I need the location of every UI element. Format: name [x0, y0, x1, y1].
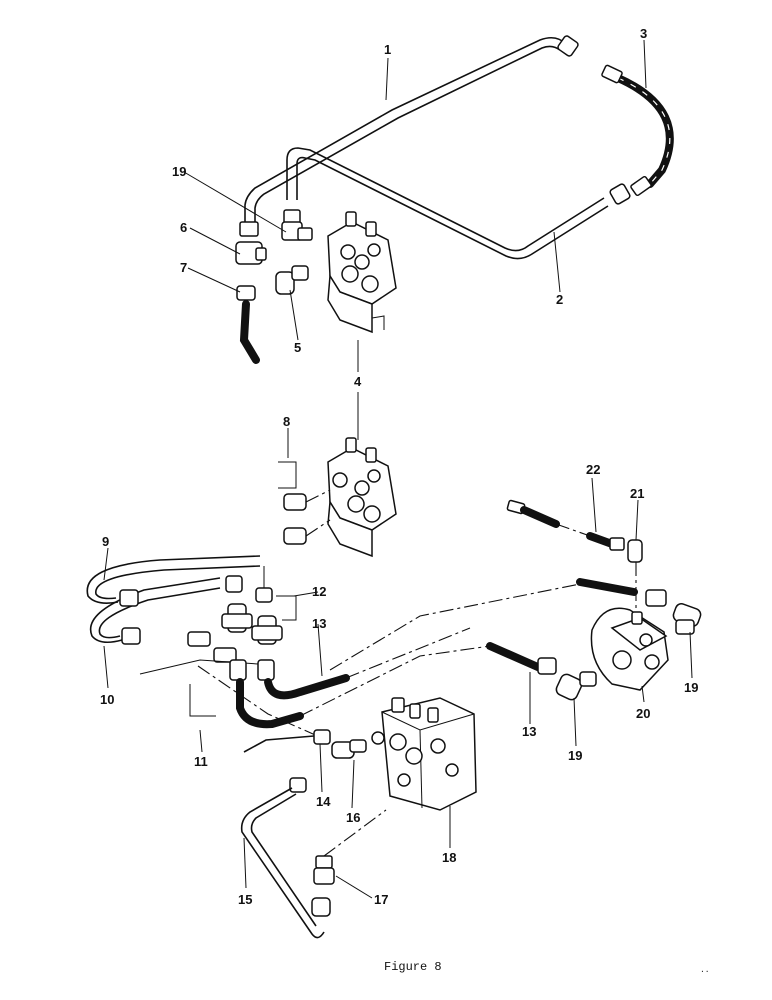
callout-17: 17 — [374, 892, 388, 907]
control-valve-18 — [371, 697, 477, 811]
elbow-fitting-19-top — [281, 209, 313, 241]
figure-caption: Figure 8 — [384, 960, 442, 974]
fitting-group-12 — [221, 566, 297, 645]
callout-14: 14 — [316, 794, 331, 809]
callout-10: 10 — [100, 692, 114, 707]
callout-18: 18 — [442, 850, 456, 865]
tube-15 — [240, 729, 331, 939]
callout-3: 3 — [640, 26, 647, 41]
callout-6: 6 — [180, 220, 187, 235]
control-valve-4-upper — [327, 211, 397, 334]
pump-20 — [590, 607, 669, 691]
tee-fitting-6 — [235, 221, 267, 265]
callout-15: 15 — [238, 892, 252, 907]
hose-3-end-bottom — [630, 175, 652, 197]
leader-lines — [103, 39, 693, 899]
callout-1: 1 — [384, 42, 391, 57]
callout-19-top: 19 — [172, 164, 186, 179]
control-valve-4-lower — [327, 437, 397, 558]
callout-16: 16 — [346, 810, 360, 825]
callout-19-right: 19 — [684, 680, 698, 695]
callout-5: 5 — [294, 340, 301, 355]
callout-22: 22 — [586, 462, 600, 477]
fitting-21 — [627, 539, 643, 608]
callout-13-lower: 13 — [522, 724, 536, 739]
hose-22 — [506, 499, 625, 551]
fittings-8 — [278, 461, 331, 545]
fitting-17 — [313, 809, 387, 885]
callout-4: 4 — [354, 374, 362, 389]
callout-9: 9 — [102, 534, 109, 549]
hose-3 — [601, 64, 674, 197]
tube-2-nut — [609, 183, 631, 205]
tube-1 — [244, 35, 579, 222]
hose-13-end — [537, 657, 557, 675]
callout-13-upper: 13 — [312, 616, 326, 631]
callout-11: 11 — [194, 754, 208, 769]
callout-labels: 1 2 3 4 5 6 7 8 9 10 11 12 13 13 14 15 1… — [100, 26, 698, 907]
hose-7 — [236, 285, 260, 364]
callout-2: 2 — [556, 292, 563, 307]
tube-1-nut — [557, 35, 579, 57]
callout-21: 21 — [630, 486, 644, 501]
tube-2 — [286, 147, 631, 260]
hose-3-end-top — [601, 64, 623, 84]
elbow-fitting-19-right — [672, 603, 702, 635]
callout-20: 20 — [636, 706, 650, 721]
callout-19-lower: 19 — [568, 748, 582, 763]
tubes-9-10 — [86, 555, 261, 645]
callout-7: 7 — [180, 260, 187, 275]
corner-mark: .. — [700, 966, 710, 975]
callout-8: 8 — [283, 414, 290, 429]
fitting-group-11 — [139, 631, 323, 739]
elbow-fitting-5 — [275, 265, 309, 295]
callout-12: 12 — [312, 584, 326, 599]
hoses-13 — [229, 578, 667, 729]
elbow-fitting-19-lower — [555, 671, 597, 701]
elbow-fitting-16 — [331, 739, 367, 759]
